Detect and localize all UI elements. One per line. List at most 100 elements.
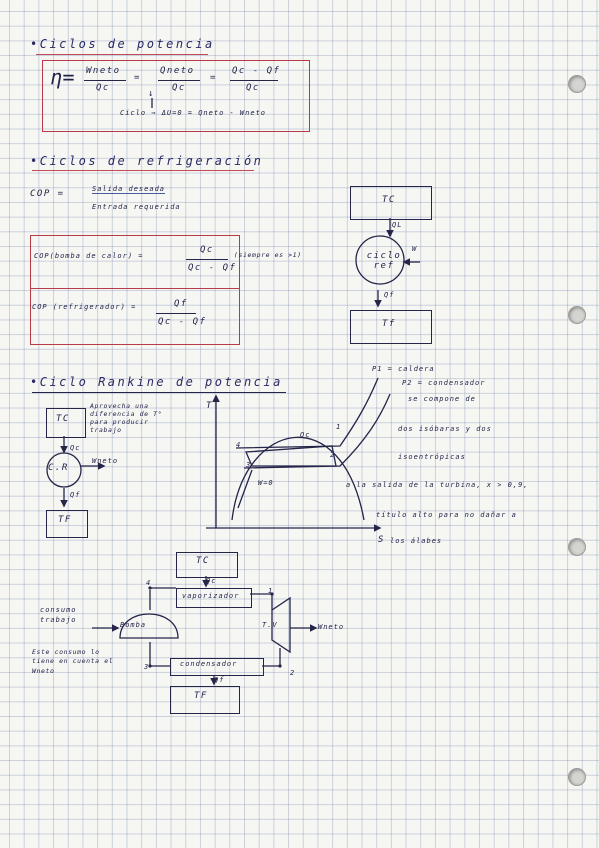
composition-note: isoentrópicas xyxy=(398,453,466,461)
binder-hole xyxy=(568,768,586,786)
state-point-2: 2 xyxy=(290,669,296,677)
cop-heat-pump-den: Qc - Qf xyxy=(188,263,237,273)
frac-denominator: Qc xyxy=(96,83,110,93)
cold-reservoir-box xyxy=(170,686,240,714)
state-point-1: 1 xyxy=(268,587,274,595)
work-input-label: W xyxy=(412,245,418,253)
frac-bar xyxy=(156,313,196,314)
rankine-circle xyxy=(46,452,82,488)
composition-note: dos isóbaras y dos xyxy=(398,425,492,433)
isobar-p1 xyxy=(235,377,379,449)
section-title-refrigeration: •Ciclos de refrigeración xyxy=(30,154,264,168)
pump-line xyxy=(237,469,253,509)
cop-fridge-den: Qc - Qf xyxy=(158,317,207,327)
cop-numerator: Salida deseada xyxy=(92,185,166,193)
pipe-turbine-condenser xyxy=(262,648,281,667)
vaporizer-box xyxy=(176,588,252,608)
cop-denominator: Entrada requerida xyxy=(92,203,181,211)
refrigeration-cycle-circle xyxy=(355,235,405,285)
heat-qf-label: Qf xyxy=(214,676,225,684)
frac-numerator: Qneto xyxy=(160,66,195,76)
cop-heat-pump-note: (siempre es >1) xyxy=(234,251,302,259)
cold-reservoir-label: TF xyxy=(194,691,208,701)
hot-reservoir-label: TC xyxy=(382,195,396,205)
power-formula-box xyxy=(42,60,310,132)
t-axis-label: T xyxy=(206,401,213,411)
heat-qf-label: Qf xyxy=(70,491,81,499)
eta-symbol: η= xyxy=(50,65,76,89)
condenser-label: condensador xyxy=(180,660,238,668)
state-point-2: 2 xyxy=(330,451,336,459)
arrow-down-icon: ↓ xyxy=(148,89,155,99)
cop-formula-box xyxy=(30,235,240,345)
cop-heat-pump-label: COP(bomba de calor) = xyxy=(34,252,144,260)
frac-numerator: Wneto xyxy=(86,66,121,76)
cold-reservoir-label: TF xyxy=(58,515,72,525)
turbine-exit-note: título alto para no dañar a xyxy=(376,511,517,519)
heat-qc-label: Qc xyxy=(206,577,217,585)
pipe-condenser-pump xyxy=(149,642,170,667)
refrigeration-cycle-label: ciclo ref xyxy=(366,251,402,271)
state-point-3: 3 xyxy=(246,461,252,469)
section-title-power-cycles: •Ciclos de potencia xyxy=(30,37,215,51)
rankine-note: Aprovecha una diferencia de T° para prod… xyxy=(90,402,163,435)
turbine-exit-note: a la salida de la turbina, x > 0,9, xyxy=(346,481,529,489)
saturation-dome xyxy=(231,436,365,521)
pipe-vaporizer-turbine xyxy=(250,593,273,610)
frac-bar xyxy=(230,80,278,81)
heat-qf-label: Qf xyxy=(384,291,395,299)
turbine-label: T.V xyxy=(262,621,278,629)
s-axis-label: S xyxy=(378,535,385,545)
frac-denominator: Qc xyxy=(246,83,260,93)
title-underline xyxy=(32,170,254,171)
state-point-4: 4 xyxy=(236,441,242,449)
title-underline xyxy=(32,392,286,393)
binder-hole xyxy=(568,306,586,324)
net-work-label: Wneto xyxy=(92,457,119,465)
cycle-energy-balance: Ciclo ⇒ ΔU=0 = Qneto - Wneto xyxy=(120,109,267,117)
isobar-p2-label: P2 = condensador xyxy=(402,379,486,387)
hot-reservoir-box xyxy=(46,408,86,438)
hot-reservoir-box xyxy=(350,186,432,220)
rankine-cycle-label: C.R xyxy=(48,463,69,473)
pump-label: Bomba xyxy=(120,621,147,629)
cop-label: COP = xyxy=(30,189,65,199)
frac-bar xyxy=(84,80,126,81)
equals-sign: = xyxy=(210,73,217,83)
cold-reservoir-label: Tf xyxy=(382,319,396,329)
box-divider xyxy=(30,288,239,289)
state-point-4: 4 xyxy=(146,579,152,587)
vaporizer-label: vaporizador xyxy=(182,592,240,600)
cold-reservoir-box xyxy=(46,510,88,538)
pump-shape xyxy=(119,613,179,639)
title-underline xyxy=(36,54,208,55)
frac-bar xyxy=(158,80,200,81)
heat-qc-label: Qc xyxy=(300,431,311,439)
turbine-shape xyxy=(271,596,291,654)
frac-denominator: Qc xyxy=(172,83,186,93)
isobar-p1-label: P1 = caldera xyxy=(372,365,435,373)
hot-reservoir-box xyxy=(176,552,238,578)
cop-fridge-label: COP (refrigerador) = xyxy=(32,303,137,311)
equals-sign: = xyxy=(134,73,141,83)
frac-bar xyxy=(186,259,228,260)
binder-hole xyxy=(568,75,586,93)
hot-reservoir-label: TC xyxy=(196,556,210,566)
heat-ql-label: QL xyxy=(392,221,403,229)
turbine-exit-note: los álabes xyxy=(390,537,443,545)
heat-qc-label: Qc xyxy=(70,444,81,452)
isobar-p2 xyxy=(243,393,391,469)
cold-reservoir-box xyxy=(350,310,432,344)
composition-note: se compone de xyxy=(408,395,476,403)
state-point-1: 1 xyxy=(336,423,342,431)
cop-fridge-num: Qf xyxy=(174,299,188,309)
rankine-cycle-path xyxy=(245,445,337,467)
section-title-rankine: •Ciclo Rankine de potencia xyxy=(30,375,283,389)
binder-hole xyxy=(568,538,586,556)
cop-heat-pump-num: Qc xyxy=(200,245,214,255)
work-consumption-label: consumo trabajo xyxy=(40,606,77,624)
state-point-3: 3 xyxy=(144,663,150,671)
hot-reservoir-label: TC xyxy=(56,414,70,424)
